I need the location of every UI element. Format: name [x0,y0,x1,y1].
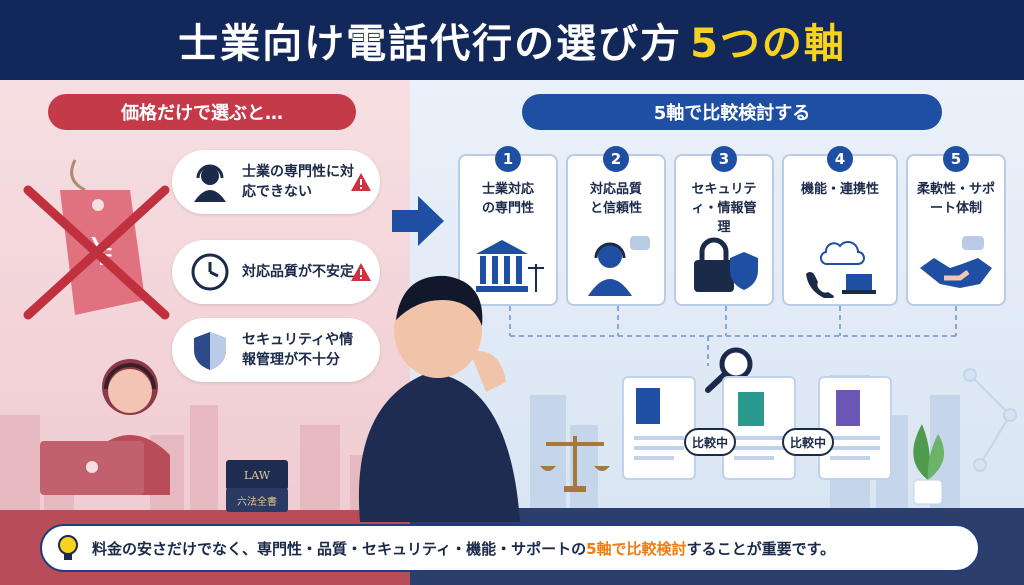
building-icon [830,390,880,460]
building-icon [634,388,684,460]
axis-number: 3 [711,146,737,172]
law-book: LAW [226,460,288,490]
axis-number: 4 [827,146,853,172]
axis-label: 士業対応の専門性 [481,182,534,216]
axis-number: 5 [943,146,969,172]
right-section-header: 5軸で比較検討する [522,94,942,130]
comparing-tag: 比較中 [782,428,834,456]
courthouse-scale-icon [476,240,544,292]
handshake-icon [920,236,992,288]
lightbulb-icon [58,535,78,560]
concern-bubble-security: セキュリティや情報管理が不十分 [172,318,380,382]
operator-icon [194,164,226,202]
operator-woman-illustration [40,359,170,495]
axis-card-5: 5 柔軟性・サポート体制 [906,146,1006,306]
lock-shield-icon [694,237,758,292]
warning-icon [351,263,371,281]
city-skyline-left [0,405,380,515]
title-main: 士業向け電話代行の選び方 [178,21,683,67]
axis-number: 1 [495,146,521,172]
warning-icon [351,173,371,191]
axis-card-3: 3 セキュリティ・情報管理 [674,146,774,306]
company-card [622,376,696,480]
axis-label: 対応品質と信頼性 [589,182,642,216]
concern-text: 士業の専門性に対応できない [242,164,354,200]
bottom-note: 料金の安さだけでなく、専門性・品質・セキュリティ・機能・サポートの5軸で比較検討… [40,524,980,572]
left-section-header: 価格だけで選ぶと… [48,94,356,130]
note-before: 料金の安さだけでなく、専門性・品質・セキュリティ・機能・サポートの [92,539,587,558]
title-highlight: 5つの軸 [690,21,846,67]
axis-label: セキュリティ・情報管理 [691,182,757,235]
axis-number: 2 [603,146,629,172]
note-emphasis: 5軸で比較検討 [586,539,687,558]
company-card [818,376,892,480]
scales-of-justice-icon [540,436,610,492]
concern-bubble-quality: 対応品質が不安定 [172,240,380,304]
roppo-zensho-book: 六法全書 [226,488,288,512]
bottom-note-text: 料金の安さだけでなく、専門性・品質・セキュリティ・機能・サポートの5軸で比較検討… [92,538,835,559]
axis-label: 柔軟性・サポート体制 [916,182,995,216]
note-after: することが重要です。 [686,539,836,558]
axis-card-2: 2 対応品質と信頼性 [566,146,666,306]
concern-text: 対応品質が不安定 [242,264,354,280]
plant-icon [913,424,945,505]
axis-label: 機能・連携性 [800,182,879,197]
concern-bubble-specialty: 士業の専門性に対応できない [172,150,380,214]
businessman-illustration [358,275,520,522]
shield-icon [194,332,226,370]
axis-card-4: 4 機能・連携性 [782,146,898,306]
company-card [722,376,796,480]
price-tag-crossed: ¥ [23,159,170,320]
connector-lines [509,306,957,366]
axis-card-1: 1 士業対応の専門性 [458,146,558,306]
phone-cloud-laptop-icon [806,241,876,298]
operator-chat-icon [588,236,650,296]
comparing-tag: 比較中 [684,428,736,456]
concern-text: セキュリティや情報管理が不十分 [242,332,354,368]
building-icon [734,392,784,460]
clock-icon [191,253,229,291]
arrow-right-icon [392,196,444,246]
